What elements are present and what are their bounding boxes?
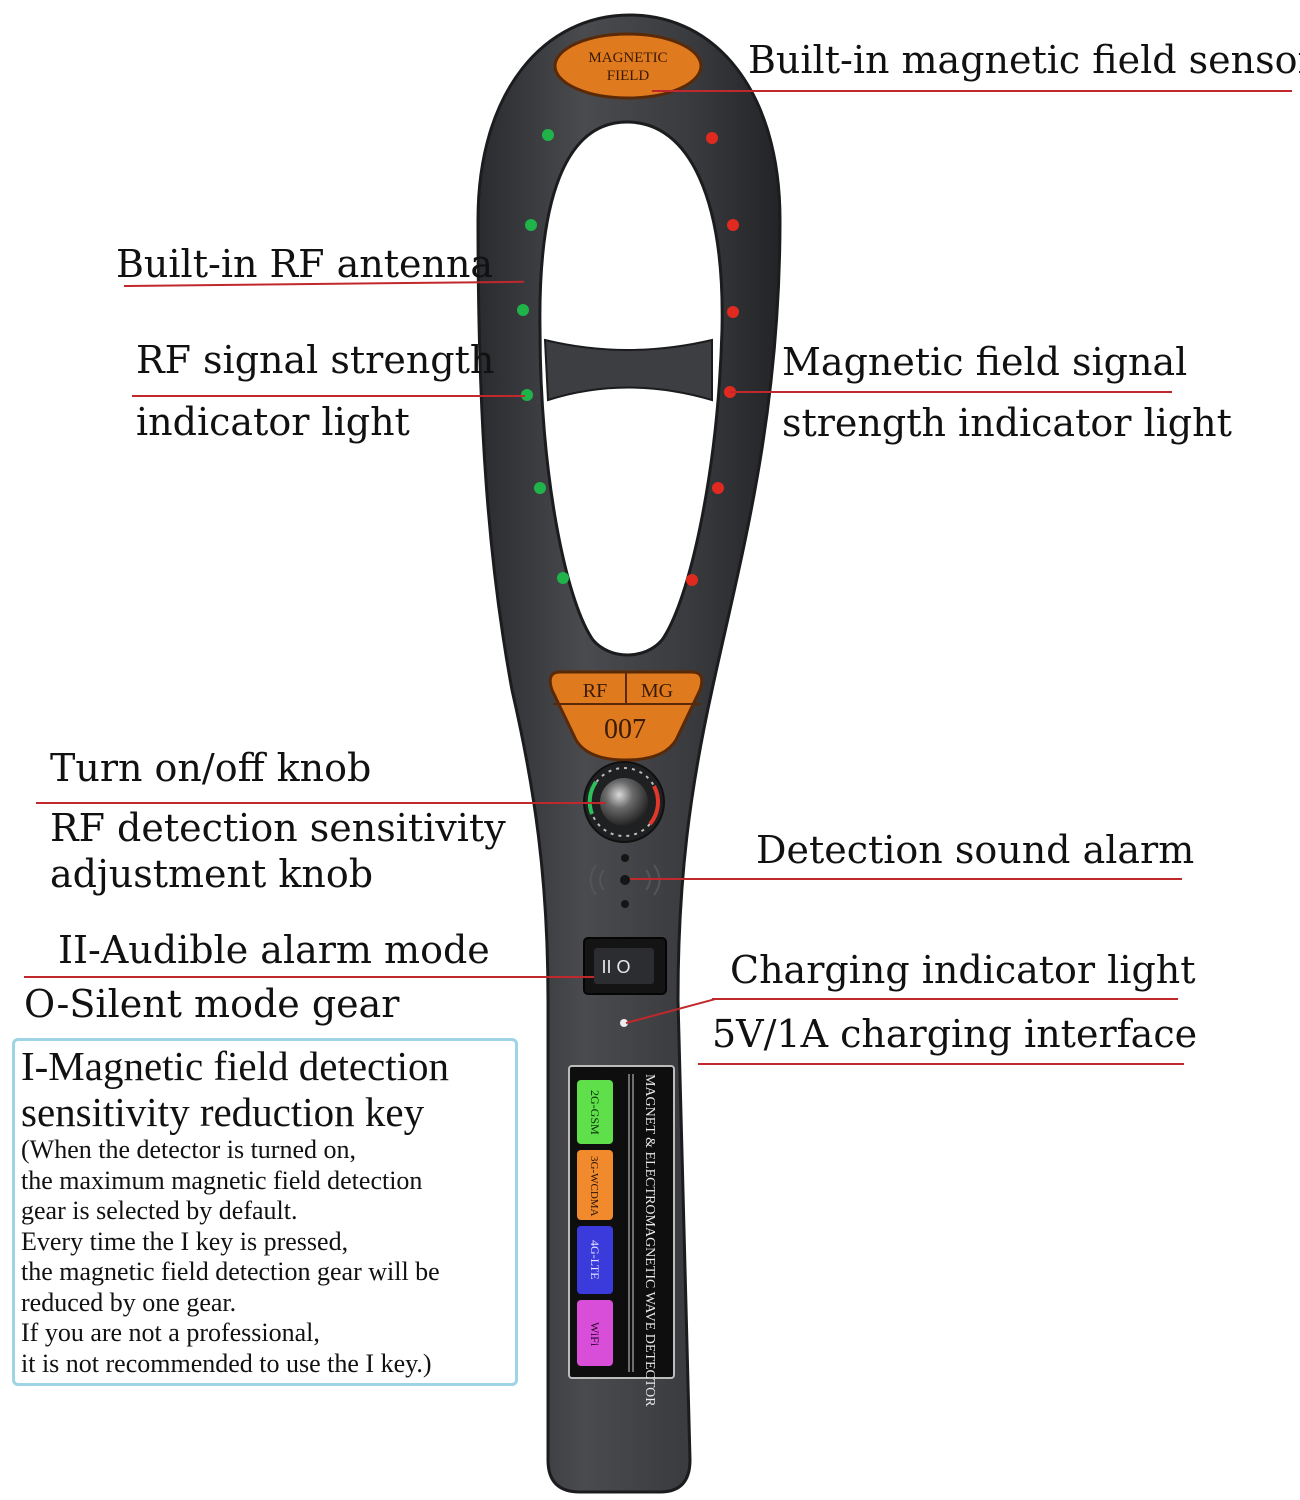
badge-line-2: FIELD [607, 68, 650, 84]
leader-charging-light [712, 998, 1178, 1000]
note-line: (When the detector is turned on, [21, 1135, 356, 1164]
note-line: If you are not a professional, [21, 1318, 320, 1347]
badge-line-1: MAGNETIC [588, 50, 667, 66]
callout-charging-port: 5V/1A charging interface [712, 1012, 1198, 1056]
note-line: the maximum magnetic field detection [21, 1165, 423, 1195]
mg-led [727, 306, 739, 318]
mode-rf-label: RF [583, 680, 607, 702]
grip-crossbar [543, 338, 713, 402]
callout-sensitivity-line1: RF detection sensitivity [50, 806, 506, 850]
band-4g [577, 1226, 613, 1294]
callout-rf-strength-line1: RF signal strength [136, 338, 495, 382]
callout-sensitivity-line2: adjustment knob [50, 852, 374, 896]
leader-charging-port [698, 1063, 1184, 1065]
svg-text:2G-GSM: 2G-GSM [588, 1090, 602, 1135]
callout-charging-light: Charging indicator light [730, 948, 1196, 992]
leader-knob [36, 802, 606, 804]
rf-led [521, 389, 533, 401]
mode-badge [548, 670, 704, 762]
magnetic-field-badge [553, 32, 703, 100]
note-title-line2: sensitivity reduction key [21, 1089, 425, 1135]
callout-audible-mode: II-Audible alarm mode [58, 928, 490, 972]
leader-sound-alarm [630, 878, 1182, 880]
mg-led [686, 574, 698, 586]
callout-mg-strength-line2: strength indicator light [782, 401, 1232, 445]
rf-led [557, 572, 569, 584]
rf-led [525, 219, 537, 231]
note-title-line1: I-Magnetic field detection [21, 1043, 450, 1089]
callout-mg-strength-line1: Magnetic field signal [782, 340, 1188, 384]
mg-strength-leds [686, 132, 739, 586]
mode-rocker-switch: II O [583, 937, 667, 995]
mg-led [727, 219, 739, 231]
note-line: it is not recommended to use the I key.) [21, 1348, 432, 1378]
leader-rf-strength [132, 395, 525, 397]
band-wifi [577, 1300, 613, 1366]
rf-strength-leds [517, 129, 569, 584]
band-label-panel: MAGNET & ELECTROMAGNETIC WAVE DETECTOR 2… [568, 1065, 675, 1407]
leader-magnetic-sensor [652, 90, 1292, 92]
callout-magnetic-sensor: Built-in magnetic field sensor [748, 38, 1300, 82]
leader-mode-switch [24, 976, 594, 978]
mg-led [706, 132, 718, 144]
svg-text:WiFi: WiFi [588, 1322, 602, 1347]
mode-mg-label: MG [641, 680, 673, 702]
callout-rf-strength-line2: indicator light [136, 400, 410, 444]
callout-rf-antenna: Built-in RF antenna [116, 242, 494, 286]
callout-sound-alarm: Detection sound alarm [756, 828, 1195, 872]
note-line: gear is selected by default. [21, 1196, 298, 1225]
mg-led [712, 482, 724, 494]
svg-text:4G-LTE: 4G-LTE [588, 1240, 602, 1280]
i-key-note-box: I-Magnetic field detection sensitivity r… [12, 1038, 518, 1386]
note-line: the magnetic field detection gear will b… [21, 1257, 440, 1286]
model-number: 007 [604, 714, 646, 745]
panel-title: MAGNET & ELECTROMAGNETIC WAVE DETECTOR [642, 1074, 657, 1407]
rf-led [534, 482, 546, 494]
callout-silent-mode: O-Silent mode gear [24, 982, 400, 1026]
callout-power-knob: Turn on/off knob [50, 746, 372, 790]
band-3g [577, 1150, 613, 1220]
note-line: reduced by one gear. [21, 1287, 237, 1317]
rf-led [542, 129, 554, 141]
alarm-speaker [589, 854, 661, 908]
note-line: Every time the I key is pressed, [21, 1226, 349, 1256]
leader-mg-strength [730, 391, 1172, 393]
svg-text:3G-WCDMA: 3G-WCDMA [588, 1156, 600, 1217]
rf-led [517, 304, 529, 316]
switch-marks: II O [601, 957, 630, 977]
band-2g [577, 1080, 613, 1144]
